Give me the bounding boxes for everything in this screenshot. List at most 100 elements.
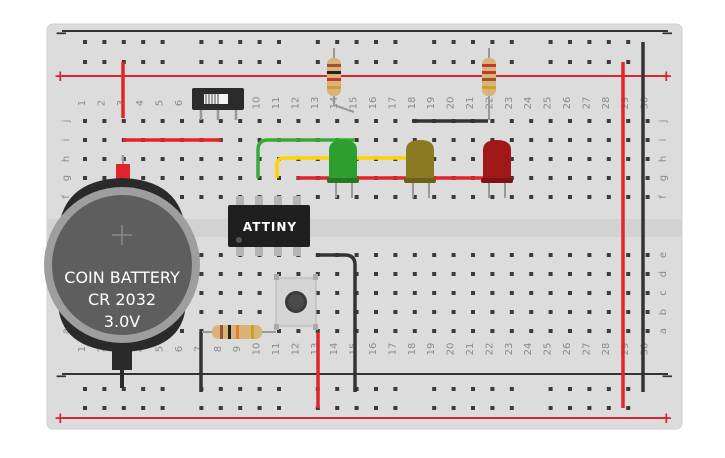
- row-letter: i: [658, 139, 669, 142]
- hole: [393, 60, 398, 64]
- hole: [587, 310, 592, 314]
- hole: [238, 291, 243, 295]
- hole: [626, 291, 631, 295]
- hole: [121, 119, 126, 123]
- hole: [529, 291, 534, 295]
- hole: [606, 176, 611, 180]
- hole: [238, 119, 243, 123]
- hole: [238, 176, 243, 180]
- hole: [626, 138, 631, 142]
- hole: [490, 253, 495, 257]
- hole: [296, 272, 301, 276]
- hole: [296, 329, 301, 333]
- hole: [490, 40, 495, 44]
- hole: [393, 253, 398, 257]
- hole: [354, 195, 359, 199]
- hole: [218, 253, 223, 257]
- hole: [568, 310, 572, 314]
- hole: [471, 157, 475, 161]
- hole: [102, 60, 107, 64]
- push-button[interactable]: [274, 274, 318, 330]
- hole: [490, 406, 495, 410]
- hole: [354, 253, 359, 257]
- rail-wires: [121, 42, 645, 408]
- hole: [548, 291, 553, 295]
- slide-switch[interactable]: [192, 88, 244, 120]
- hole: [354, 119, 359, 123]
- hole: [199, 310, 204, 314]
- hole: [141, 176, 146, 180]
- hole: [645, 253, 650, 257]
- hole: [471, 291, 475, 295]
- hole: [102, 40, 107, 44]
- hole: [102, 138, 107, 142]
- hole: [548, 176, 553, 180]
- hole: [83, 387, 87, 391]
- hole: [568, 138, 572, 142]
- column-number: 17: [387, 97, 398, 110]
- hole: [509, 406, 514, 410]
- hole: [315, 60, 320, 64]
- hole: [606, 406, 611, 410]
- hole: [587, 406, 592, 410]
- hole: [180, 119, 184, 123]
- hole: [451, 195, 456, 199]
- row-letter: b: [658, 309, 669, 315]
- hole: [335, 406, 340, 410]
- hole: [160, 60, 165, 64]
- hole: [141, 40, 146, 44]
- hole: [529, 195, 534, 199]
- rail-minus-top-right: −: [661, 24, 674, 42]
- hole: [218, 310, 223, 314]
- hole: [606, 291, 611, 295]
- column-number: 2: [96, 100, 107, 106]
- hole: [257, 387, 262, 391]
- hole: [83, 60, 87, 64]
- hole: [160, 119, 165, 123]
- hole: [645, 138, 650, 142]
- column-number: 8: [213, 346, 224, 352]
- hole: [509, 176, 514, 180]
- hole: [238, 310, 243, 314]
- rail-plus-bottom-right: +: [660, 409, 673, 427]
- hole: [432, 253, 437, 257]
- hole: [277, 40, 281, 44]
- rail-plus-top-right: +: [660, 67, 673, 85]
- hole: [257, 310, 262, 314]
- row-letter: a: [61, 328, 72, 334]
- hole: [626, 176, 631, 180]
- hole: [587, 119, 592, 123]
- rail-minus-bottom-right: −: [661, 367, 674, 385]
- hole: [509, 387, 514, 391]
- hole: [606, 40, 611, 44]
- hole: [606, 157, 611, 161]
- hole: [626, 406, 631, 410]
- hole: [412, 291, 417, 295]
- hole: [374, 60, 378, 64]
- hole: [393, 406, 398, 410]
- hole: [412, 272, 417, 276]
- hole: [587, 195, 592, 199]
- hole: [587, 272, 592, 276]
- hole: [83, 406, 87, 410]
- hole: [568, 60, 572, 64]
- hole: [471, 253, 475, 257]
- hole: [606, 60, 611, 64]
- hole: [335, 291, 340, 295]
- hole: [238, 138, 243, 142]
- hole: [141, 157, 146, 161]
- hole: [218, 157, 223, 161]
- hole: [180, 176, 184, 180]
- column-number: 30: [640, 343, 651, 356]
- hole: [257, 272, 262, 276]
- column-number: 18: [407, 343, 418, 356]
- column-number: 21: [465, 97, 476, 110]
- column-number: 21: [465, 343, 476, 356]
- hole: [432, 272, 437, 276]
- hole: [451, 157, 456, 161]
- hole: [471, 40, 475, 44]
- hole: [412, 329, 417, 333]
- rail-minus-bottom-left: −: [55, 367, 68, 385]
- battery-line2: CR 2032: [88, 290, 156, 309]
